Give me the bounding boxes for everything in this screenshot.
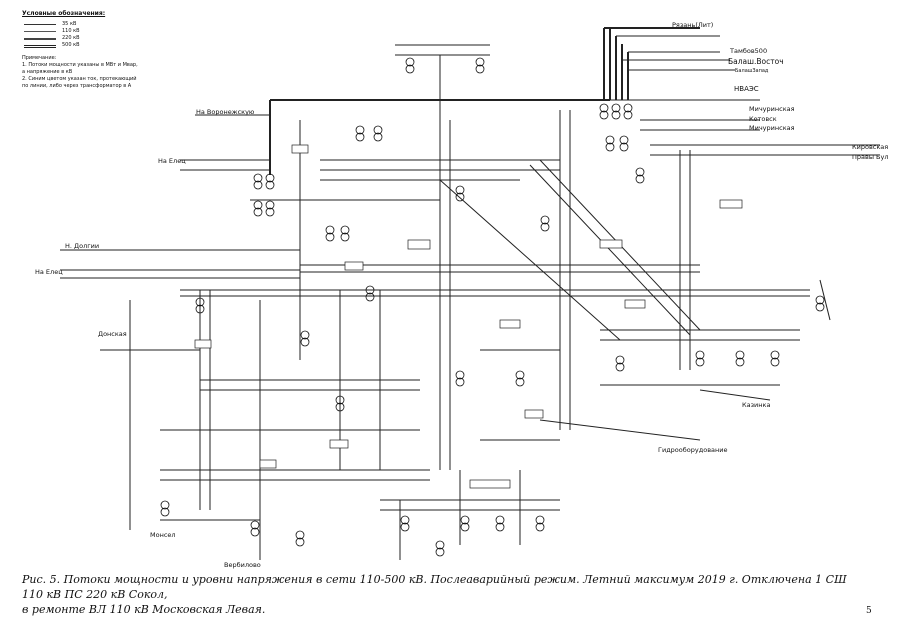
- label-kirovskaya: Кировская: [852, 143, 889, 151]
- legend-item-35kv: 35 кВ: [22, 21, 192, 28]
- note-line: 2. Синим цветом указан ток, протекающий: [22, 76, 137, 82]
- label-n-dolgin: Н. Долгии: [65, 242, 100, 250]
- transformers: [160, 57, 825, 557]
- label-balash: Балаш.Восточ: [728, 57, 784, 66]
- label-michurinskaya: Мичуринская: [749, 105, 795, 113]
- label-kotovsk: Котовск: [749, 115, 777, 123]
- label-na-elets-2: На Елец: [35, 268, 63, 276]
- label-donskaya: Донская: [98, 330, 127, 338]
- line-35kv-swatch: [24, 24, 56, 25]
- caption-line-1: Рис. 5. Потоки мощности и уровни напряже…: [22, 573, 847, 601]
- label-na-voronezh: На Воронежскую: [196, 108, 255, 116]
- label-ryazan: Рязань(Лит): [672, 21, 714, 29]
- label-michurinskaya-2: Мичуринская: [749, 124, 795, 132]
- label-kazinka: Казинка: [742, 401, 771, 409]
- label-verbilovo: Вербилово: [224, 561, 261, 569]
- substations: [194, 144, 743, 489]
- label-balash-zapad: БалашЗапад: [735, 68, 769, 74]
- note-line: Примечание:: [22, 55, 57, 61]
- legend-label: 35 кВ: [62, 21, 77, 27]
- legend-item-110kv: 110 кВ: [22, 28, 192, 35]
- figure-caption: Рис. 5. Потоки мощности и уровни напряже…: [22, 572, 852, 617]
- note-line: а напряжение в кВ: [22, 69, 73, 75]
- network-schematic: [60, 27, 880, 560]
- note-line: 1. Потоки мощности указаны в МВт и Мвар,: [22, 62, 138, 68]
- legend-item-500kv: 500 кВ: [22, 42, 192, 49]
- legend-label: 110 кВ: [62, 28, 80, 34]
- label-monsel: Монсел: [150, 531, 176, 539]
- note-line: по линии, либо через трансформатор в А: [22, 83, 132, 89]
- legend: Условные обозначения: 35 кВ 110 кВ 220 к…: [22, 10, 192, 90]
- legend-item-220kv: 220 кВ: [22, 35, 192, 42]
- line-110kv-swatch: [24, 31, 56, 32]
- label-pravy-bul: Правы Бул: [852, 153, 889, 161]
- caption-line-2: в ремонте ВЛ 110 кВ Московская Левая.: [22, 603, 266, 616]
- legend-label: 220 кВ: [62, 35, 80, 41]
- label-na-elets-1: На Елец: [158, 157, 186, 165]
- line-220kv-swatch: [24, 38, 56, 40]
- legend-title: Условные обозначения:: [22, 10, 106, 17]
- label-gidro: Гидрооборудование: [658, 446, 728, 454]
- power-lines: [60, 27, 880, 560]
- label-nvaes: НВАЭС: [734, 85, 759, 93]
- page-number: 5: [866, 606, 872, 616]
- line-500kv-swatch: [24, 45, 56, 48]
- label-tambov: Тамбов500: [730, 47, 768, 55]
- legend-notes: Примечание: 1. Потоки мощности указаны в…: [22, 55, 192, 90]
- legend-label: 500 кВ: [62, 42, 80, 48]
